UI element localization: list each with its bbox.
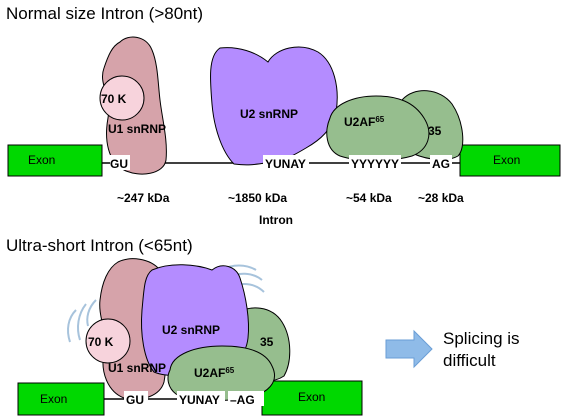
u2-snrnp-label-bottom: U2 snRNP — [162, 323, 220, 337]
gu-bg-top — [110, 155, 130, 170]
intron-label: Intron — [259, 213, 293, 227]
right-arrow-icon — [385, 329, 433, 369]
exon-left-bottom — [17, 382, 105, 416]
u2-snrnp-label-top: U2 snRNP — [240, 107, 298, 121]
exon-right-top — [459, 144, 561, 177]
u2af65-bottom — [167, 345, 275, 402]
yyyyy-bg-top — [349, 155, 401, 170]
exon-right-bottom-label: Exon — [298, 390, 325, 404]
70k-label-top: 70 K — [101, 92, 127, 106]
u1-snrnp-label-top: U1 snRNP — [108, 122, 166, 136]
u2af65-top — [326, 95, 430, 161]
u1-snrnp-label-bottom: U1 snRNP — [108, 361, 166, 375]
u2af65-kda-label: ~54 kDa — [346, 191, 392, 205]
u2af65-label-top: U2AF65 — [344, 115, 385, 130]
wobble-mark-left-1 — [67, 309, 77, 343]
ag-bg-bottom — [228, 391, 264, 406]
splicing-difficult-line2: difficult — [443, 351, 496, 370]
ag-motif-bottom: –AG — [230, 393, 255, 407]
ultrashort-intron-title: Ultra-short Intron (<65nt) — [6, 236, 193, 255]
yunay-motif-top: YUNAY — [265, 157, 306, 171]
u2af35-label-top: 35 — [428, 124, 442, 138]
polypyrimidine-motif-top: YYYYYY — [351, 157, 399, 171]
u2-snrnp-top — [209, 46, 338, 166]
70k-protein-top — [99, 75, 145, 121]
gu-motif-top: GU — [110, 157, 128, 171]
yunay-motif-bottom: YUNAY — [179, 393, 220, 407]
70k-label-bottom: 70 K — [88, 335, 114, 349]
70k-protein-bottom — [85, 318, 131, 364]
u2af65-label-bottom: U2AF65 — [194, 366, 235, 381]
exon-left-top-label: Exon — [28, 153, 55, 167]
u1-kda-label: ~247 kDa — [117, 191, 170, 205]
splicing-difficult-line1: Splicing is — [443, 329, 520, 348]
exon-left-top — [7, 144, 103, 177]
ag-bg-top — [430, 155, 452, 170]
gu-motif-bottom: GU — [126, 393, 144, 407]
gu-bg-bottom — [124, 391, 148, 406]
wobble-mark-left-2 — [77, 303, 87, 341]
u2-kda-label: ~1850 kDa — [228, 191, 287, 205]
u2af35-label-bottom: 35 — [260, 335, 274, 349]
exon-right-top-label: Exon — [493, 153, 520, 167]
u2af35-kda-label: ~28 kDa — [418, 191, 464, 205]
yunay-bg-bottom — [177, 391, 225, 406]
ag-motif-top: AG — [432, 157, 450, 171]
normal-intron-title: Normal size Intron (>80nt) — [6, 4, 203, 23]
exon-left-bottom-label: Exon — [40, 392, 67, 406]
wobble-mark-left-3 — [86, 299, 97, 327]
yunay-bg-top — [263, 155, 309, 170]
